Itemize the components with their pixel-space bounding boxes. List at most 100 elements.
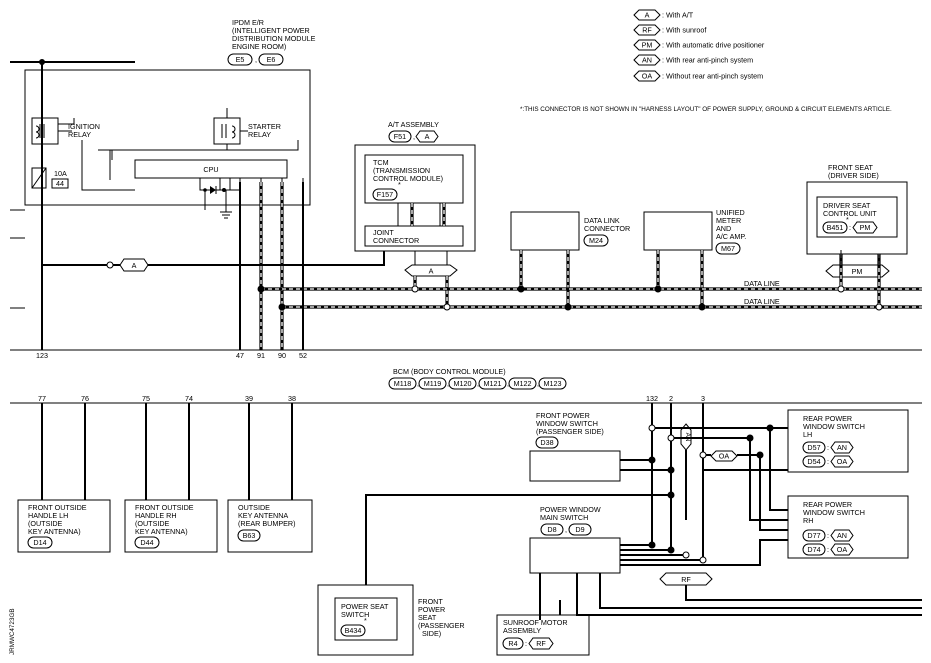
svg-text::: : xyxy=(849,223,851,232)
svg-text:SEAT: SEAT xyxy=(418,613,437,622)
svg-text:R4: R4 xyxy=(508,639,517,648)
svg-text:RF: RF xyxy=(536,639,546,648)
svg-text:*: * xyxy=(398,180,401,189)
svg-text:M123: M123 xyxy=(544,379,562,388)
svg-text:D74: D74 xyxy=(807,545,820,554)
svg-text:B63: B63 xyxy=(243,531,256,540)
svg-text:OA: OA xyxy=(642,72,653,81)
svg-text:BCM (BODY CONTROL MODULE): BCM (BODY CONTROL MODULE) xyxy=(393,367,506,376)
svg-text:CONTROL MODULE): CONTROL MODULE) xyxy=(373,174,443,183)
svg-text:D54: D54 xyxy=(807,457,820,466)
legend-item-rf: RF : With sunroof xyxy=(633,24,706,36)
svg-text:*: * xyxy=(846,215,849,224)
data-line-label-upper: DATA LINE xyxy=(744,279,780,288)
svg-text:A: A xyxy=(132,261,137,270)
svg-text:HANDLE RH: HANDLE RH xyxy=(135,511,177,520)
option-rf-tag: RF xyxy=(659,572,713,586)
svg-text:AND: AND xyxy=(716,224,731,233)
svg-text:D9: D9 xyxy=(575,525,584,534)
legend-item-oa: OA : Without rear anti-pinch system xyxy=(633,70,763,82)
ignition-relay: IGNITION RELAY xyxy=(31,117,100,145)
driver-seat-control-unit: FRONT SEAT (DRIVER SIDE) DRIVER SEAT CON… xyxy=(806,163,908,278)
at-assembly: A/T ASSEMBLY F51 , A TCM (TRANSMISSION C… xyxy=(354,120,476,277)
legend-item-pm: PM : With automatic drive positioner xyxy=(633,39,765,51)
bcm: 123 47 91 90 52 BCM (BODY CONTROL MODULE… xyxy=(10,349,922,404)
svg-text:AN: AN xyxy=(837,531,847,540)
outside-key-antenna: OUTSIDE KEY ANTENNA (REAR BUMPER) B63 xyxy=(227,499,313,553)
svg-text:D57: D57 xyxy=(807,443,820,452)
svg-text:FRONT OUTSIDE: FRONT OUTSIDE xyxy=(135,503,194,512)
svg-text:WINDOW SWITCH: WINDOW SWITCH xyxy=(536,419,598,428)
svg-text:D14: D14 xyxy=(33,538,46,547)
svg-text:F51: F51 xyxy=(394,132,406,141)
svg-text:SIDE): SIDE) xyxy=(422,629,441,638)
svg-text:CONTROL UNIT: CONTROL UNIT xyxy=(823,209,877,218)
svg-text:,: , xyxy=(417,379,419,388)
front-power-window-switch-passenger: FRONT POWER WINDOW SWITCH (PASSENGER SID… xyxy=(529,411,621,482)
svg-text:RF: RF xyxy=(642,26,652,35)
svg-text:CONNECTOR: CONNECTOR xyxy=(373,236,419,245)
svg-text:WINDOW SWITCH: WINDOW SWITCH xyxy=(803,508,865,517)
svg-text:(PASSENGER: (PASSENGER xyxy=(418,621,465,630)
svg-text:B434: B434 xyxy=(345,626,362,635)
svg-text:AN: AN xyxy=(642,56,652,65)
svg-text:75: 75 xyxy=(142,394,150,403)
option-oa-tag: OA xyxy=(710,450,738,462)
svg-text:,: , xyxy=(537,379,539,388)
svg-text:KEY ANTENNA): KEY ANTENNA) xyxy=(28,527,81,536)
drawing-id: JRMWC4723GB xyxy=(9,608,16,655)
svg-text:A: A xyxy=(645,11,650,20)
svg-text:: Without rear anti-pinch syst: : Without rear anti-pinch system xyxy=(662,72,763,81)
svg-text:OUTSIDE: OUTSIDE xyxy=(238,503,270,512)
svg-text:LH: LH xyxy=(803,430,812,439)
svg-text:A/T ASSEMBLY: A/T ASSEMBLY xyxy=(388,120,439,129)
svg-text:FRONT OUTSIDE: FRONT OUTSIDE xyxy=(28,503,87,512)
svg-text:M122: M122 xyxy=(514,379,532,388)
front-outside-handle-rh: FRONT OUTSIDE HANDLE RH (OUTSIDE KEY ANT… xyxy=(124,499,218,553)
svg-text:91: 91 xyxy=(257,351,265,360)
data-link-connector: DATA LINK CONNECTOR M24 xyxy=(510,211,630,251)
svg-text:UNIFIED: UNIFIED xyxy=(716,208,745,217)
svg-text:KEY ANTENNA: KEY ANTENNA xyxy=(238,511,288,520)
svg-text:CPU: CPU xyxy=(203,165,218,174)
rear-power-window-switch-rh: REAR POWER WINDOW SWITCH RH D77 : AN D74… xyxy=(787,495,909,559)
svg-text:D8: D8 xyxy=(547,525,556,534)
svg-text:SWITCH: SWITCH xyxy=(341,610,369,619)
svg-text:D44: D44 xyxy=(140,538,153,547)
front-outside-handle-lh: FRONT OUTSIDE HANDLE LH (OUTSIDE KEY ANT… xyxy=(17,499,111,553)
svg-text::: : xyxy=(525,639,527,648)
svg-text::: : xyxy=(827,545,829,554)
unified-meter: UNIFIED METER AND A/C AMP. M67 xyxy=(643,208,746,255)
svg-text:METER: METER xyxy=(716,216,741,225)
svg-text:(OUTSIDE: (OUTSIDE xyxy=(135,519,170,528)
svg-text:D38: D38 xyxy=(540,438,553,447)
svg-text:,: , xyxy=(447,379,449,388)
svg-text:REAR POWER: REAR POWER xyxy=(803,500,852,509)
svg-text:F157: F157 xyxy=(377,190,393,199)
svg-text:IPDM E/R: IPDM E/R xyxy=(232,18,264,27)
svg-text:,: , xyxy=(477,379,479,388)
cpu: CPU xyxy=(134,159,288,179)
svg-text:E6: E6 xyxy=(267,55,276,64)
svg-text:2: 2 xyxy=(669,394,673,403)
svg-text:OA: OA xyxy=(719,452,730,461)
svg-text:M67: M67 xyxy=(721,244,735,253)
svg-text:39: 39 xyxy=(245,394,253,403)
svg-text:M119: M119 xyxy=(424,379,441,388)
svg-text:123: 123 xyxy=(36,351,48,360)
svg-text:*: * xyxy=(364,616,367,625)
svg-text:KEY ANTENNA): KEY ANTENNA) xyxy=(135,527,188,536)
svg-text:DRIVER SEAT: DRIVER SEAT xyxy=(823,201,871,210)
ipdm-er: IPDM E/R (INTELLIGENT POWER DISTRIBUTION… xyxy=(24,18,316,219)
legend: A : With A/T RF : With sunroof PM : With… xyxy=(520,9,892,113)
connector-note: *:THIS CONNECTOR IS NOT SHOWN IN "HARNES… xyxy=(520,106,892,113)
svg-text:3: 3 xyxy=(701,394,705,403)
svg-text:(OUTSIDE: (OUTSIDE xyxy=(28,519,63,528)
svg-text:A: A xyxy=(425,132,430,141)
data-line-label-lower: DATA LINE xyxy=(744,297,780,306)
svg-text:FRONT POWER: FRONT POWER xyxy=(536,411,590,420)
svg-text:OA: OA xyxy=(837,457,848,466)
svg-text:(DRIVER SIDE): (DRIVER SIDE) xyxy=(828,171,879,180)
svg-text:PM: PM xyxy=(860,223,871,232)
svg-text:STARTER: STARTER xyxy=(248,122,281,131)
